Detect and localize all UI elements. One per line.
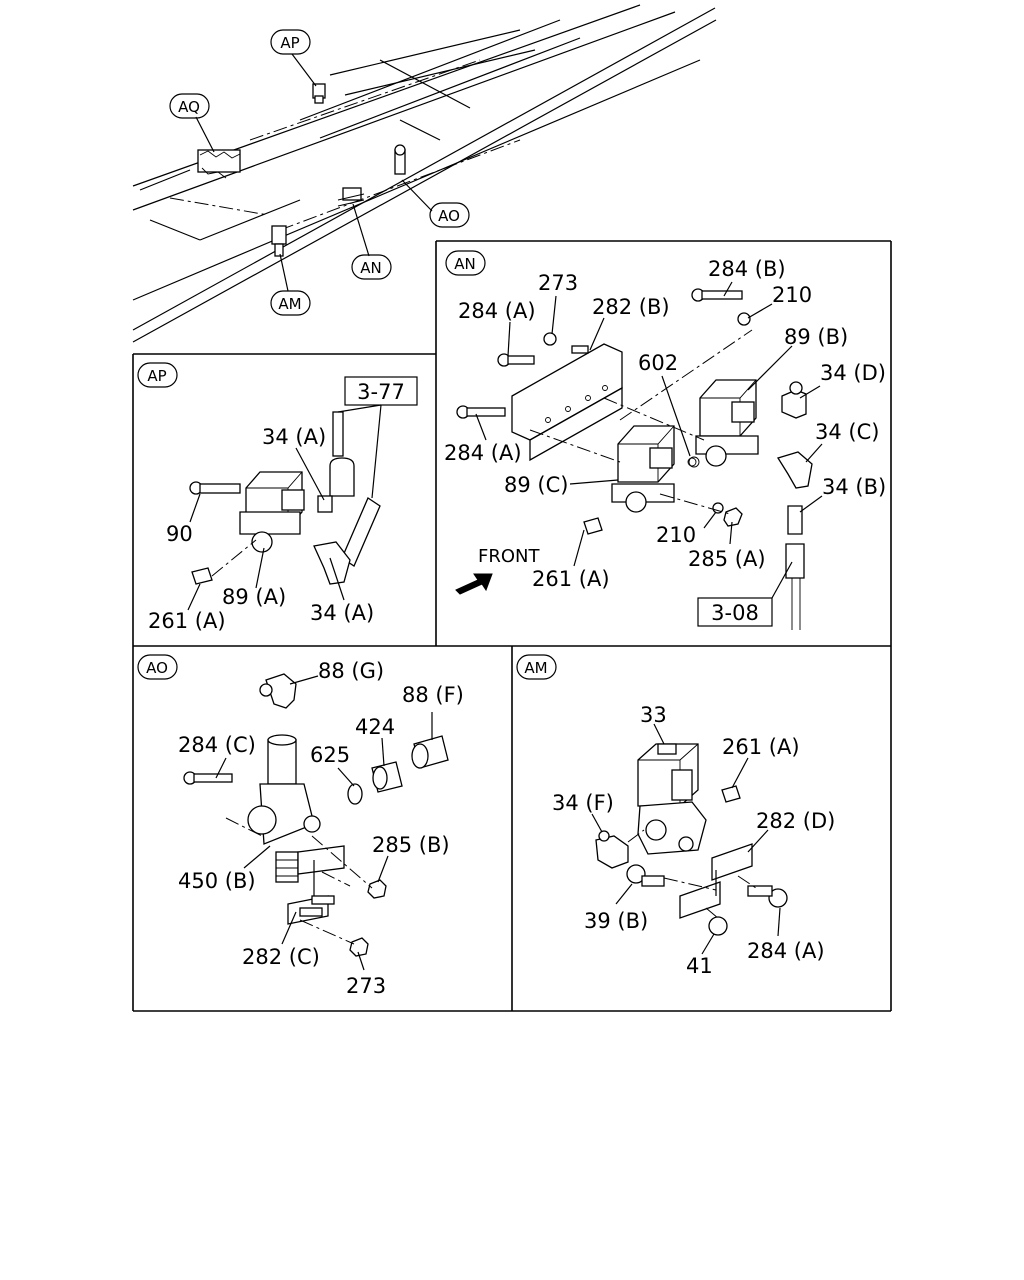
label-am-3: 282 (D): [756, 809, 835, 833]
callout-an-text: AN: [360, 259, 381, 277]
label-an-9: 284 (A): [444, 441, 522, 465]
panel-an-tag-frame: [445, 250, 486, 276]
panel-am-tag-frame: [516, 654, 557, 680]
label-ao-3: 284 (C): [178, 733, 256, 757]
callout-am: AM: [270, 290, 311, 316]
callout-aq-text: AQ: [178, 98, 200, 116]
label-an-13: 285 (A): [688, 547, 766, 571]
label-am-0: 33: [640, 703, 667, 727]
label-am-5: 284 (A): [747, 939, 825, 963]
label-am-1: 261 (A): [722, 735, 800, 759]
label-an-0: 273: [538, 271, 578, 295]
panel-ap-tag: AP: [147, 367, 166, 385]
label-ap-2: 89 (A): [222, 585, 286, 609]
label-an-8: 34 (C): [815, 420, 879, 444]
label-an-2: 210: [772, 283, 812, 307]
label-am-2: 34 (F): [552, 791, 614, 815]
label-ao-7: 282 (C): [242, 945, 320, 969]
label-ap-1: 90: [166, 522, 193, 546]
label-an-10: 89 (C): [504, 473, 568, 497]
label-an-11: 34 (B): [822, 475, 886, 499]
label-ap-4: 34 (A): [310, 601, 374, 625]
label-an-1: 284 (B): [708, 257, 786, 281]
label-ao-1: 88 (F): [402, 683, 464, 707]
label-ao-5: 285 (B): [372, 833, 450, 857]
callout-ao: AO: [429, 202, 470, 228]
panel-an-ref-box: [697, 597, 773, 627]
panel-am-tag: AM: [524, 659, 547, 677]
label-ap-3: 261 (A): [148, 609, 226, 633]
label-am-4: 39 (B): [584, 909, 648, 933]
label-an-12: 210: [656, 523, 696, 547]
label-ao-0: 88 (G): [318, 659, 384, 683]
label-an-3: 284 (A): [458, 299, 536, 323]
callout-ap-text: AP: [280, 34, 299, 52]
label-ao-8: 273: [346, 974, 386, 998]
callout-ao-text: AO: [438, 207, 460, 225]
label-ao-6: 450 (B): [178, 869, 256, 893]
chassis-overview: [132, 4, 717, 343]
panel-ao-tag-frame: [137, 654, 178, 680]
callout-am-text: AM: [278, 295, 301, 313]
callout-ap: AP: [270, 29, 311, 55]
label-an-14: 261 (A): [532, 567, 610, 591]
label-an-6: 602: [638, 351, 678, 375]
panel-am: AM 33: [516, 654, 835, 978]
panel-ap: AP 3-77 34 (A) 90 89 (A) 261 (A) 34 (A): [137, 362, 418, 633]
callout-aq: AQ: [169, 93, 210, 119]
panel-borders: [132, 240, 892, 1012]
label-an-4: 282 (B): [592, 295, 670, 319]
front-label: FRONT: [478, 546, 540, 567]
panel-an: AN: [444, 250, 886, 630]
panel-ap-ref-text: 3-77: [357, 380, 405, 404]
panel-an-tag: AN: [454, 255, 475, 273]
label-ao-4: 625: [310, 743, 350, 767]
panel-an-ref-text: 3-08: [711, 601, 759, 625]
label-an-7: 34 (D): [820, 361, 886, 385]
label-an-5: 89 (B): [784, 325, 848, 349]
label-am-6: 41: [686, 954, 713, 978]
panel-ao-tag: AO: [146, 659, 168, 677]
label-ao-2: 424: [355, 715, 395, 739]
label-ap-0: 34 (A): [262, 425, 326, 449]
callout-an: AN: [351, 254, 392, 280]
panel-ao: AO: [137, 654, 464, 998]
panel-ap-tag-frame: [137, 362, 178, 388]
